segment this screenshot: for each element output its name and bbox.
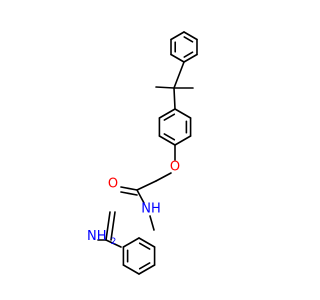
central-phenyl-ring-double-bond (163, 133, 176, 141)
bottom-benzene-ring-bond (122, 264, 140, 275)
left-methyl-bond (155, 86, 175, 89)
carbonyl-carbon-double-bond-a (120, 186, 138, 191)
central-phenyl-ring-bond (158, 135, 176, 146)
bottom-benzene-ring-bond (122, 237, 140, 248)
carbonyl-to-nh-bond (136, 189, 145, 204)
ether-oxygen-label: O (170, 160, 180, 175)
amide-nh-label: NH (141, 202, 161, 217)
ring-to-amide-carbon-bond (105, 239, 122, 248)
central-phenyl-ring-bond (158, 108, 176, 119)
bottom-benzene-ring-bond (138, 237, 156, 248)
amide-carbon-double-bond-b (110, 211, 116, 241)
phenyl-to-quaternary-carbon-bond (173, 61, 185, 89)
amide-oxygen-label: O (108, 177, 118, 192)
bond-layer (97, 31, 198, 275)
bottom-benzene-ring-double-bond (138, 242, 151, 250)
nh2-main-label: NH (87, 229, 107, 244)
top-phenyl-ring-bond (183, 53, 198, 63)
top-phenyl-ring-bond (170, 31, 185, 41)
top-phenyl-ring-double-bond (183, 51, 194, 58)
top-phenyl-ring-double-bond (183, 36, 194, 43)
methylene-to-carbonyl-bond (136, 180, 157, 191)
central-phenyl-ring-bond (174, 135, 192, 146)
nh2-label: NH 2 (87, 229, 116, 247)
amide-carbon-double-bond-a (105, 211, 111, 241)
bottom-benzene-ring-double-bond (138, 262, 151, 270)
atom-label-layer: O O NH NH 2 (87, 160, 180, 247)
top-phenyl-ring-bond (183, 31, 198, 41)
bottom-benzene-ring-bond (138, 264, 156, 275)
quaternary-carbon-to-ring-bond (173, 87, 176, 110)
top-phenyl-ring-bond (170, 53, 185, 63)
chemical-structure-diagram: O O NH NH 2 (87, 31, 198, 275)
nh-to-ring-bond (149, 215, 155, 231)
carbonyl-carbon-double-bond-b (120, 191, 138, 196)
central-phenyl-ring-bond (174, 108, 192, 119)
central-phenyl-ring-double-bond (163, 113, 176, 121)
ether-oxygen-to-methylene-bond (155, 172, 172, 182)
nh2-subscript-label: 2 (111, 237, 117, 247)
